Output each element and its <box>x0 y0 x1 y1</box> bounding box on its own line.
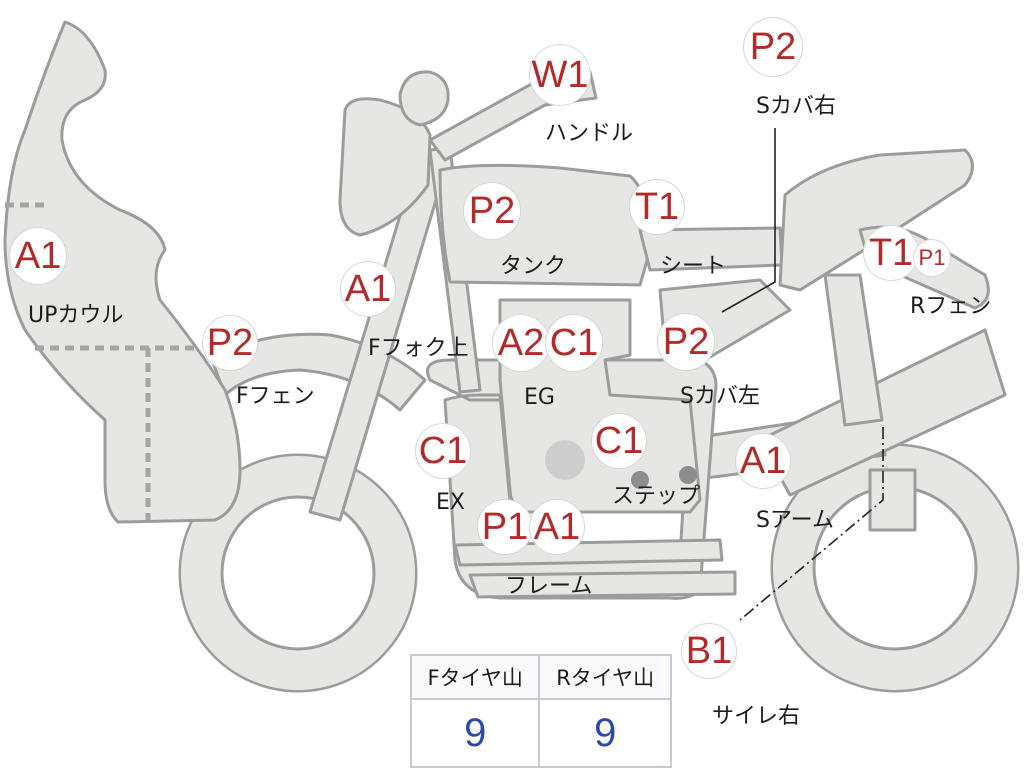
code-badge-seat: T1 <box>630 180 684 234</box>
label-front-fork: Fフォク上 <box>368 336 469 361</box>
code-badge-upper-cowl: A1 <box>10 228 66 284</box>
step-peg-2 <box>679 466 697 484</box>
rear-shock <box>823 273 884 427</box>
label-front-fender: Fフェン <box>236 384 315 409</box>
label-silencer-right: サイレ右 <box>712 704 801 729</box>
mirror-shape <box>398 70 450 127</box>
code-badge-engine: A2 <box>493 315 549 371</box>
label-frame: フレーム <box>505 574 593 599</box>
code-badge-swing-arm: A1 <box>736 434 790 488</box>
code-badge-front-fender: P2 <box>203 316 257 370</box>
front-tire-header: Fタイヤ山 <box>409 654 541 700</box>
code-badge-silencer-right: B1 <box>682 624 736 678</box>
step-peg-1 <box>631 471 649 489</box>
label-upper-cowl: UPカウル <box>28 303 124 328</box>
upper-cowl-shape <box>3 20 242 524</box>
front-tire-value: 9 <box>409 698 541 768</box>
rear-tire-value: 9 <box>538 698 672 768</box>
code-badge-frame: P1 <box>478 500 532 554</box>
label-s-cover-left: Sカバ左 <box>680 384 760 409</box>
engine-cover <box>545 440 585 480</box>
label-swing-arm: Sアーム <box>756 508 834 533</box>
code-badge-s-cover-left: P2 <box>658 314 714 370</box>
code-badge-s-cover-right: P2 <box>744 18 802 76</box>
code-badge-rear-fender: T1 <box>864 226 918 280</box>
tire-tread-table: Fタイヤ山 Rタイヤ山 9 9 <box>409 654 672 768</box>
front-wheel <box>178 453 418 693</box>
chain-guard <box>868 468 917 532</box>
rear-tire-header: Rタイヤ山 <box>538 654 672 700</box>
label-tank: タンク <box>500 254 567 279</box>
leader-s-cover-right <box>721 128 776 313</box>
code-badge-handle: W1 <box>530 45 590 105</box>
headlight-shape <box>338 97 432 237</box>
code-badge-exhaust: C1 <box>416 424 470 478</box>
label-rear-fender: Rフェン <box>910 294 992 319</box>
code-badge-engine-secondary: C1 <box>546 315 602 371</box>
code-badge-front-fork: A1 <box>341 262 395 316</box>
label-step: ステップ <box>612 484 701 509</box>
label-exhaust: EX <box>436 490 465 515</box>
code-badge-tank: P2 <box>464 183 520 239</box>
code-badge-frame-secondary: A1 <box>530 500 584 554</box>
label-engine: EG <box>524 385 555 410</box>
label-s-cover-right: Sカバ右 <box>756 94 836 119</box>
rear-cowl-shape <box>778 148 974 292</box>
leader-silencer <box>739 427 884 621</box>
label-seat: シート <box>660 254 727 279</box>
code-badge-step: C1 <box>592 414 646 468</box>
code-badge-rear-fender-secondary: P1 <box>914 240 950 276</box>
frame-bottom-bar <box>468 570 737 599</box>
label-handle: ハンドル <box>545 121 634 146</box>
